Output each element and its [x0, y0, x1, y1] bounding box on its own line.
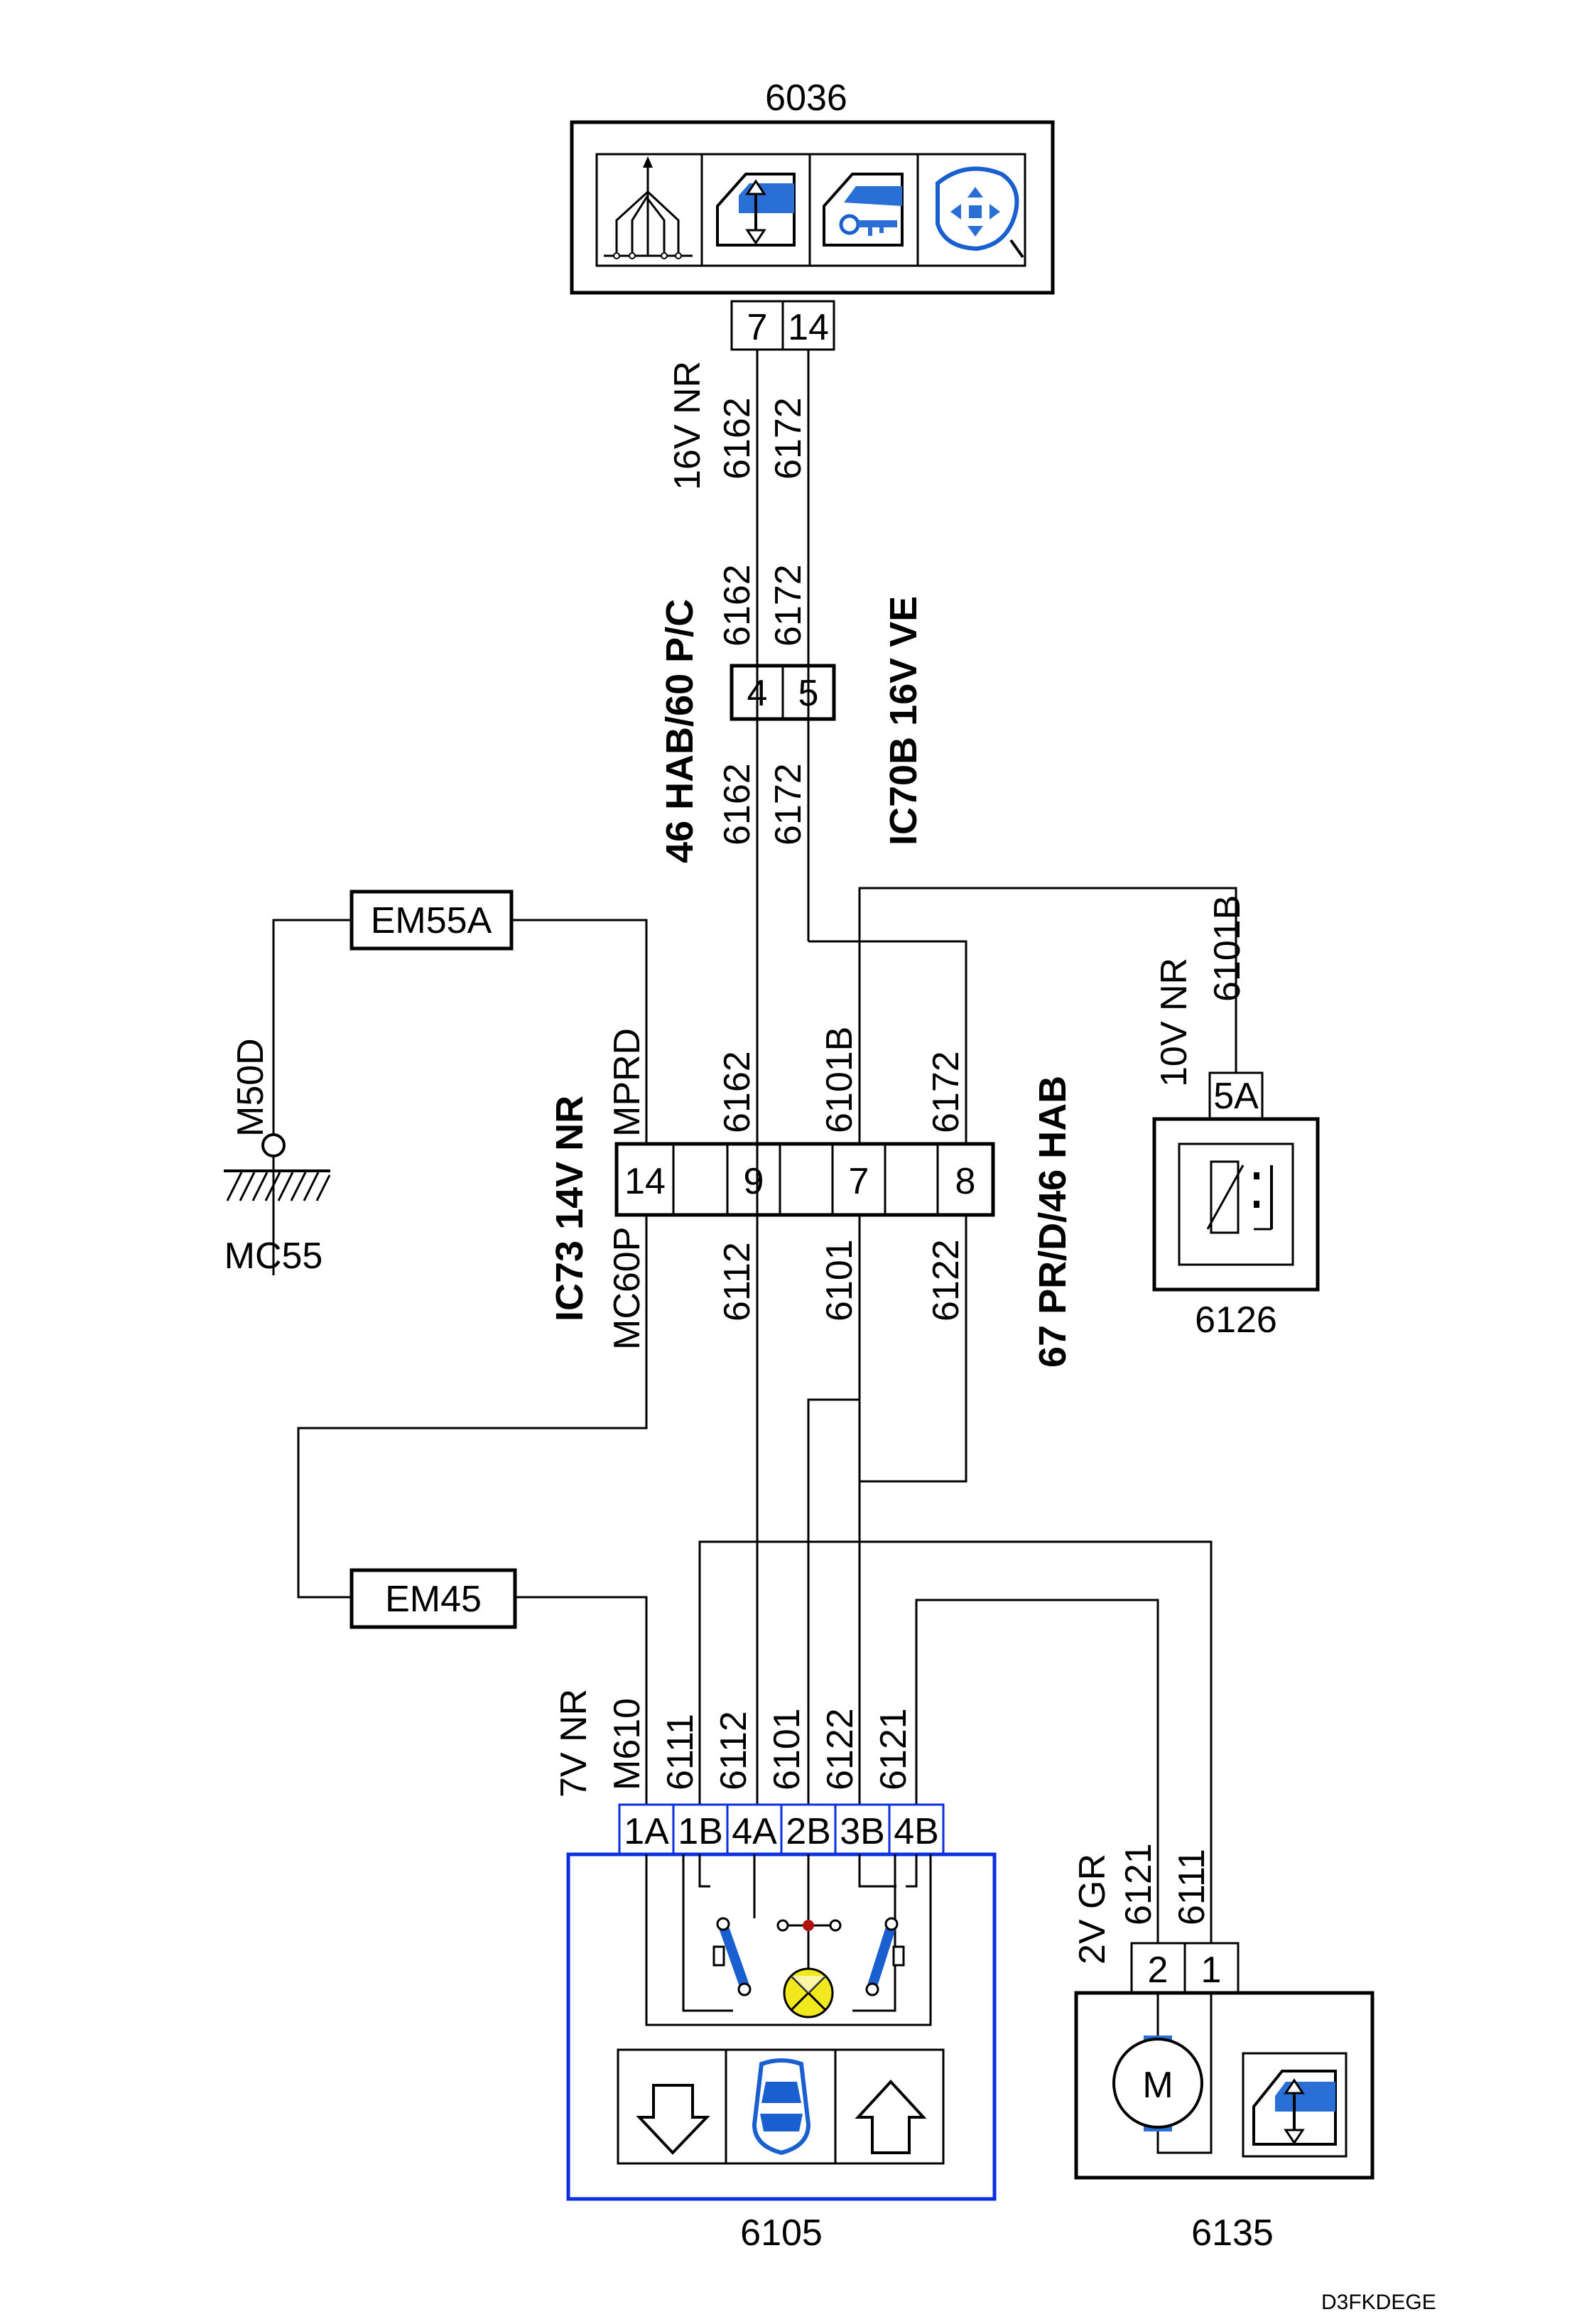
window-lift-icon: [716, 173, 796, 247]
wire-6101b-label-2: 6101B: [1207, 895, 1248, 1002]
pin-ic73-14: 14: [624, 1161, 666, 1202]
wire-6122-label-1: 6122: [926, 1239, 967, 1322]
ic73-name: IC73 14V NR: [548, 1096, 591, 1322]
wire-6172-label-2: 6172: [768, 564, 809, 647]
pin-ic73-9: 9: [744, 1161, 764, 1202]
connector-6135-spec: 2V GR: [1072, 1854, 1113, 1964]
connector-ic73: 14 9 7 8 IC73 14V NR MPRD MC60P 67 PR/D/…: [548, 1027, 1074, 1368]
unit-6126: 10V NR 6101B 5A 6126: [1152, 895, 1320, 1341]
mprd-label: MPRD: [607, 1028, 648, 1137]
wire-6172-label-1: 6172: [768, 397, 809, 480]
pin-6135-1: 1: [1201, 1950, 1222, 1991]
unit-6126-label: 6126: [1195, 1299, 1277, 1341]
rocker-contact-right: [865, 1917, 905, 1996]
wire-6122-label-2: 6122: [820, 1708, 861, 1790]
pin-6135-2: 2: [1148, 1950, 1169, 1991]
unit-6105: 1A 1B 4A 2B 3B 4B: [566, 1803, 997, 2254]
unit-6105-wire-labels: 7V NR M610 6111 6112 6101 6122 6121: [553, 1689, 914, 1798]
connector-6105-spec: 7V NR: [553, 1689, 595, 1798]
mirror-adjust-icon: [936, 166, 1024, 259]
wire-6101b-label-1: 6101B: [819, 1027, 860, 1133]
unit-6036-label: 6036: [765, 77, 847, 119]
ic73-spec: 67 PR/D/46 HAB: [1031, 1076, 1074, 1368]
m50d-label: M50D: [230, 1038, 271, 1137]
wire-6162-label-1: 6162: [717, 397, 758, 480]
car-top-view-icon: [752, 2058, 811, 2156]
wire-6111-label-1: 6111: [660, 1714, 701, 1790]
thermal-switch-icon: [1206, 1160, 1273, 1234]
top-wire-labels: 16V NR 6162 6172 6162 6172 46 HAB/60 P/C…: [658, 361, 925, 863]
pin-6105-1a: 1A: [624, 1811, 669, 1852]
wire-6112-label-1: 6112: [717, 1242, 758, 1322]
wire-6101-label-2: 6101: [766, 1708, 808, 1790]
wire-6162-label-2: 6162: [717, 564, 758, 647]
pin-ic70b-4: 4: [747, 673, 768, 714]
wire-6162-label-4: 6162: [717, 1051, 758, 1133]
pin-6105-4a: 4A: [732, 1811, 777, 1852]
ground-em45: EM45: [349, 1568, 517, 1629]
lamp-icon: [783, 1967, 834, 2018]
pin-6105-2b: 2B: [786, 1811, 831, 1852]
pin-6105-3b: 3B: [840, 1811, 885, 1852]
rocker-contact-left: [712, 1917, 752, 1996]
wiring-harness-icon: [604, 156, 693, 259]
wire-6112-label-2: 6112: [713, 1711, 754, 1790]
connector-ic70b: 4 5: [730, 664, 836, 721]
unit-6105-label: 6105: [740, 2212, 823, 2254]
wire-6101-label-1: 6101: [819, 1239, 860, 1322]
door-key-icon: [823, 173, 904, 247]
wire-6121-label-1: 6121: [873, 1708, 914, 1790]
arrow-down-icon: [636, 2084, 710, 2155]
unit-6036: 6036: [570, 77, 1055, 351]
arrow-up-icon: [855, 2080, 927, 2154]
wire-6172-label-4: 6172: [926, 1051, 967, 1133]
wire-6121-label-2: 6121: [1118, 1843, 1159, 1925]
mc55-label: MC55: [224, 1236, 323, 1277]
diagram-code: D3FKDEGE: [1321, 2291, 1436, 2314]
connector-6036-spec: 16V NR: [667, 361, 708, 490]
em55a-label: EM55A: [371, 900, 492, 941]
mc60p-label: MC60P: [607, 1227, 648, 1350]
motor-icon: M: [1112, 2036, 1203, 2131]
pin-6126-5a: 5A: [1213, 1076, 1259, 1117]
wire-6111-label-2: 6111: [1171, 1849, 1213, 1925]
ic70b-spec: 46 HAB/60 P/C: [658, 599, 701, 863]
m610-label: M610: [607, 1698, 648, 1790]
unit-6135-label: 6135: [1191, 2212, 1274, 2254]
pin-6105-4b: 4B: [894, 1811, 939, 1852]
wire-6162-label-3: 6162: [717, 763, 758, 845]
motor-symbol: M: [1142, 2065, 1173, 2106]
pin-6036-7: 7: [747, 307, 768, 348]
pin-ic73-8: 8: [955, 1161, 976, 1202]
window-lift-icon: [1252, 2070, 1337, 2146]
pin-ic73-7: 7: [849, 1161, 869, 1202]
wire-6172-label-3: 6172: [768, 763, 809, 845]
pin-6036-14: 14: [788, 307, 829, 348]
pin-ic70b-5: 5: [798, 673, 819, 714]
ground-em55a: EM55A M50D MC55: [224, 890, 514, 1277]
em45-label: EM45: [385, 1579, 482, 1620]
ic70b-name: IC70B 16V VE: [882, 596, 925, 845]
unit-6135: 2V GR 6121 6111 2 1 M 6135: [1072, 1843, 1375, 2254]
pin-6105-1b: 1B: [678, 1811, 723, 1852]
connector-6126-spec: 10V NR: [1154, 958, 1195, 1087]
